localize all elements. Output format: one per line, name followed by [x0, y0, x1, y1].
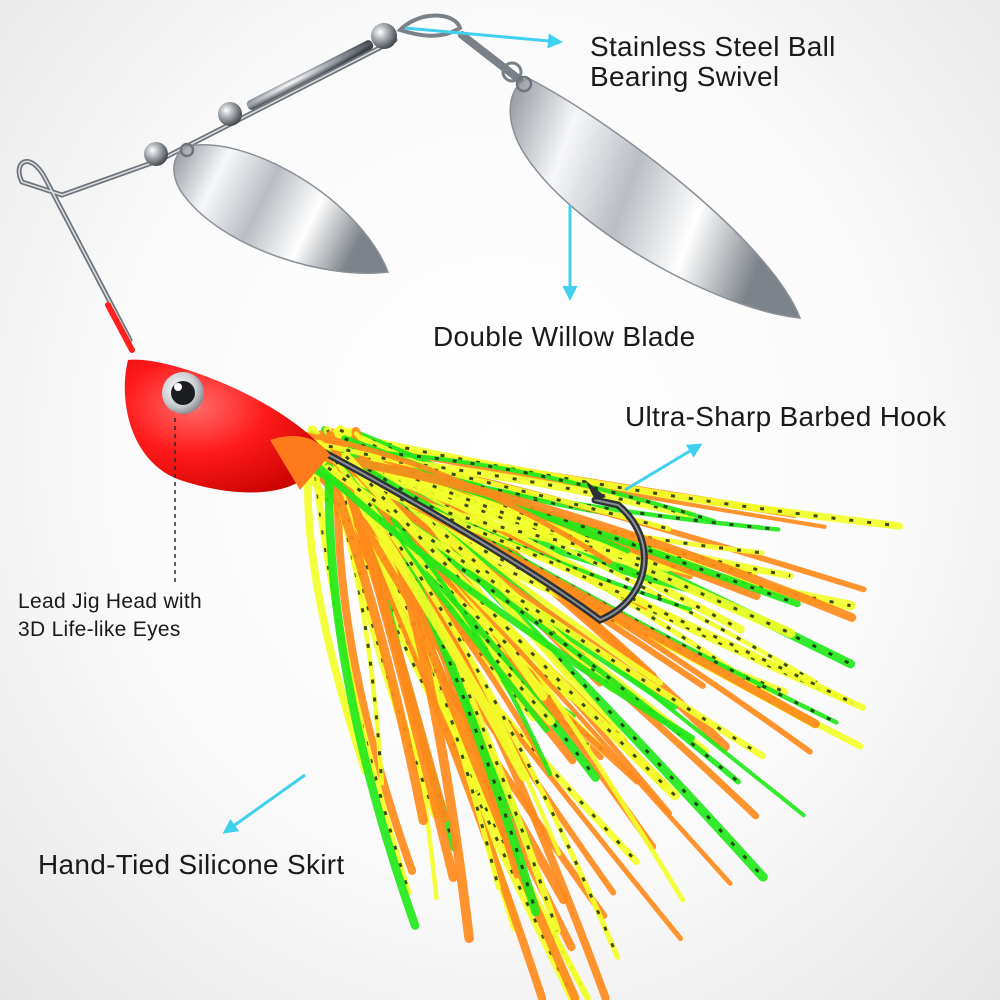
- ball-bearing-swivel: [144, 13, 524, 166]
- swivel-label-line1: Stainless Steel Ball: [590, 31, 836, 62]
- hook-label: Ultra-Sharp Barbed Hook: [625, 401, 947, 432]
- skirt-strand: [302, 431, 613, 565]
- skirt-strand: [324, 461, 420, 930]
- jig-head-label-line1: Lead Jig Head with: [18, 590, 203, 613]
- skirt-strand-speckles: [316, 452, 691, 517]
- blade-label: Double Willow Blade: [433, 321, 696, 352]
- blade-ring: [515, 75, 533, 93]
- skirt-strand-speckles: [352, 435, 900, 528]
- wire-frame: [16, 37, 398, 353]
- skirt-label: Hand-Tied Silicone Skirt: [38, 849, 345, 880]
- arrow-icon: [624, 443, 703, 492]
- skirt-strand: [324, 464, 766, 760]
- skirt-strand: [333, 465, 417, 875]
- swivel-label: Stainless Steel Ball Bearing Swivel: [590, 32, 836, 92]
- jig-head-label-line2: 3D Life-like Eyes: [18, 618, 181, 641]
- skirt-strand-speckles: [310, 455, 786, 694]
- skirt-strand-speckles: [336, 439, 615, 690]
- skirt-strand-speckles: [338, 437, 559, 932]
- arrow-icon: [222, 773, 306, 834]
- small-willow-blade: [173, 144, 390, 274]
- blade-ring: [179, 142, 195, 158]
- skirt-strand: [308, 439, 672, 532]
- silicone-skirt: [296, 425, 903, 1000]
- lead-jig-head: [124, 359, 330, 493]
- jig-head-label: Lead Jig Head with 3D Life-like Eyes: [18, 588, 202, 644]
- skirt-strand: [335, 454, 857, 622]
- large-willow-blade: [509, 77, 802, 319]
- swivel-label-line2: Bearing Swivel: [590, 61, 780, 92]
- skirt-strand: [296, 445, 695, 742]
- skirt-strand: [324, 464, 428, 826]
- arrow-icon: [404, 26, 563, 49]
- barbed-hook: [296, 436, 648, 624]
